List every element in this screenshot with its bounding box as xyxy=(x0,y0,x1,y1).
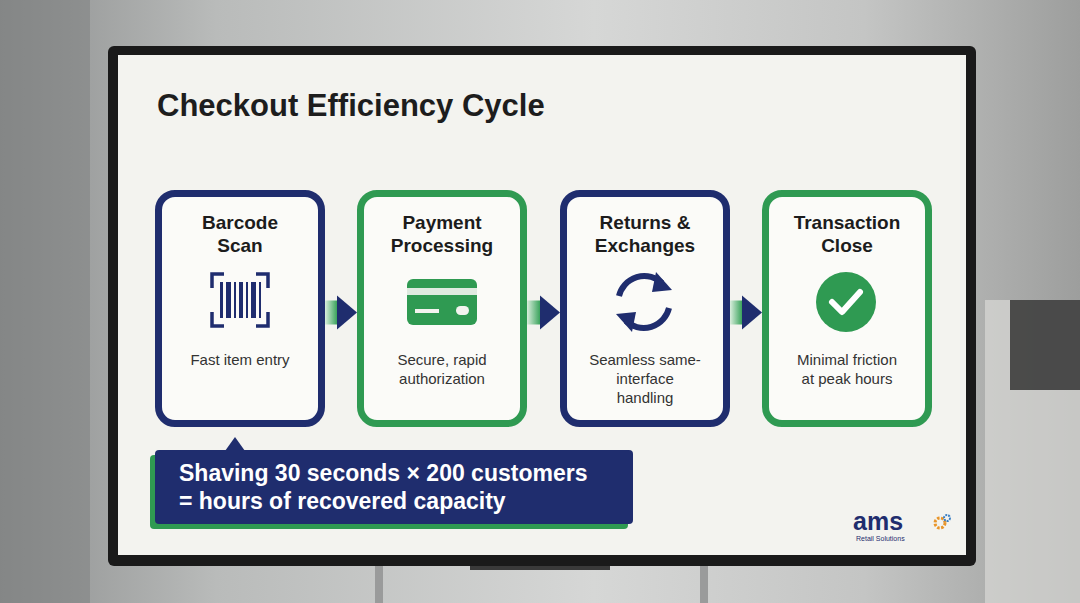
process-box: Returns & ExchangesSeamless same-interfa… xyxy=(560,190,730,427)
logo-text: ams xyxy=(853,509,903,534)
box-description: Secure, rapid authorization xyxy=(385,350,499,388)
box-heading: Returns & Exchanges xyxy=(584,211,706,257)
process-box: Transaction CloseMinimal friction at pea… xyxy=(762,190,932,427)
box-description: Minimal friction at peak hours xyxy=(790,350,904,388)
box-heading: Payment Processing xyxy=(381,211,503,257)
diagram-title: Checkout Efficiency Cycle xyxy=(157,88,545,124)
process-box: Payment ProcessingSecure, rapid authoriz… xyxy=(357,190,527,427)
callout-box: Shaving 30 seconds × 200 customers = hou… xyxy=(155,450,633,524)
process-box: Barcode ScanFast item entry xyxy=(155,190,325,427)
flow-arrow xyxy=(730,296,762,330)
logo-tagline: Retail Solutions xyxy=(856,535,905,543)
callout-text: Shaving 30 seconds × 200 customers = hou… xyxy=(179,459,597,515)
box-description: Seamless same-interface handling xyxy=(588,350,702,407)
flow-arrow xyxy=(527,296,560,330)
flow-arrow xyxy=(325,296,357,330)
logo-gear xyxy=(935,515,950,528)
box-heading: Transaction Close xyxy=(786,211,908,257)
box-description: Fast item entry xyxy=(183,350,297,369)
box-heading: Barcode Scan xyxy=(179,211,301,257)
